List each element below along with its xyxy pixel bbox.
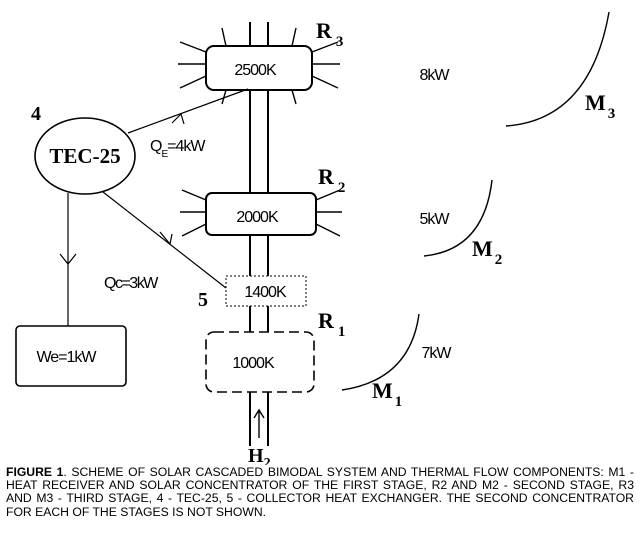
h2-label: H2 <box>248 445 271 465</box>
receiver-r3: 2500K <box>178 27 340 105</box>
r1-temp: 1000K <box>232 355 275 372</box>
heat-exchanger: 1400K <box>225 275 307 307</box>
flow-we-arrow <box>59 193 77 326</box>
r1-power: 7kW <box>422 345 453 362</box>
r2-power: 5kW <box>420 211 451 228</box>
tec-number: 4 <box>31 103 41 125</box>
qe-label: QE=4kW <box>150 138 206 160</box>
caption-lead: FIGURE 1 <box>6 465 64 479</box>
mirror-m3 <box>505 11 610 127</box>
heat-exchanger-temp: 1400K <box>244 284 287 301</box>
receiver-r1: 1000K <box>205 331 315 393</box>
mirror-m2 <box>423 179 493 257</box>
qc-label: Qc=3kW <box>104 275 159 292</box>
h2-inlet-arrow-icon <box>253 408 265 438</box>
flow-qe-arrow <box>127 88 249 134</box>
tec-label: TEC-25 <box>49 144 120 168</box>
receiver-r2: 2000K <box>180 189 342 237</box>
we-label: We=1kW <box>36 349 97 366</box>
r3-power: 8kW <box>420 67 451 84</box>
r3-temp: 2500K <box>234 62 277 79</box>
we-box <box>15 325 127 387</box>
flow-qc-arrow <box>102 191 227 289</box>
r2-temp: 2000K <box>236 209 279 226</box>
heat-exchanger-number: 5 <box>198 289 208 311</box>
tec-ellipse <box>34 117 136 195</box>
mirror-m1 <box>341 313 420 391</box>
caption-text: . SCHEME OF SOLAR CASCADED BIMODAL SYSTE… <box>6 465 634 519</box>
figure-caption: FIGURE 1. SCHEME OF SOLAR CASCADED BIMOD… <box>6 465 634 519</box>
